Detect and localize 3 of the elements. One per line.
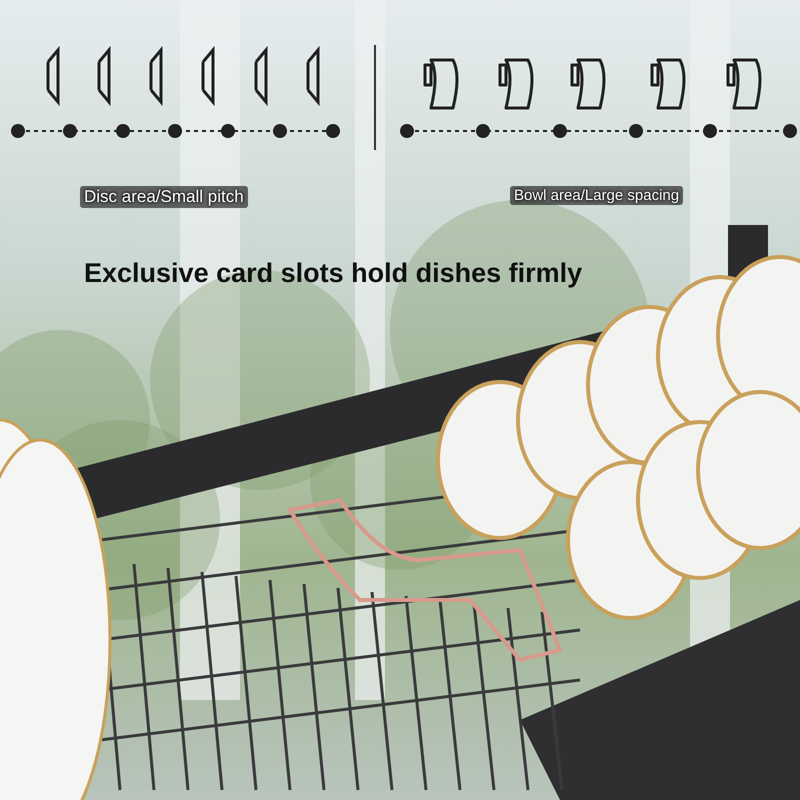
area-caption: Disc area/Small pitch — [80, 186, 248, 208]
area-caption: Bowl area/Large spacing — [510, 186, 684, 205]
headline: Exclusive card slots hold dishes firmly — [84, 258, 582, 289]
